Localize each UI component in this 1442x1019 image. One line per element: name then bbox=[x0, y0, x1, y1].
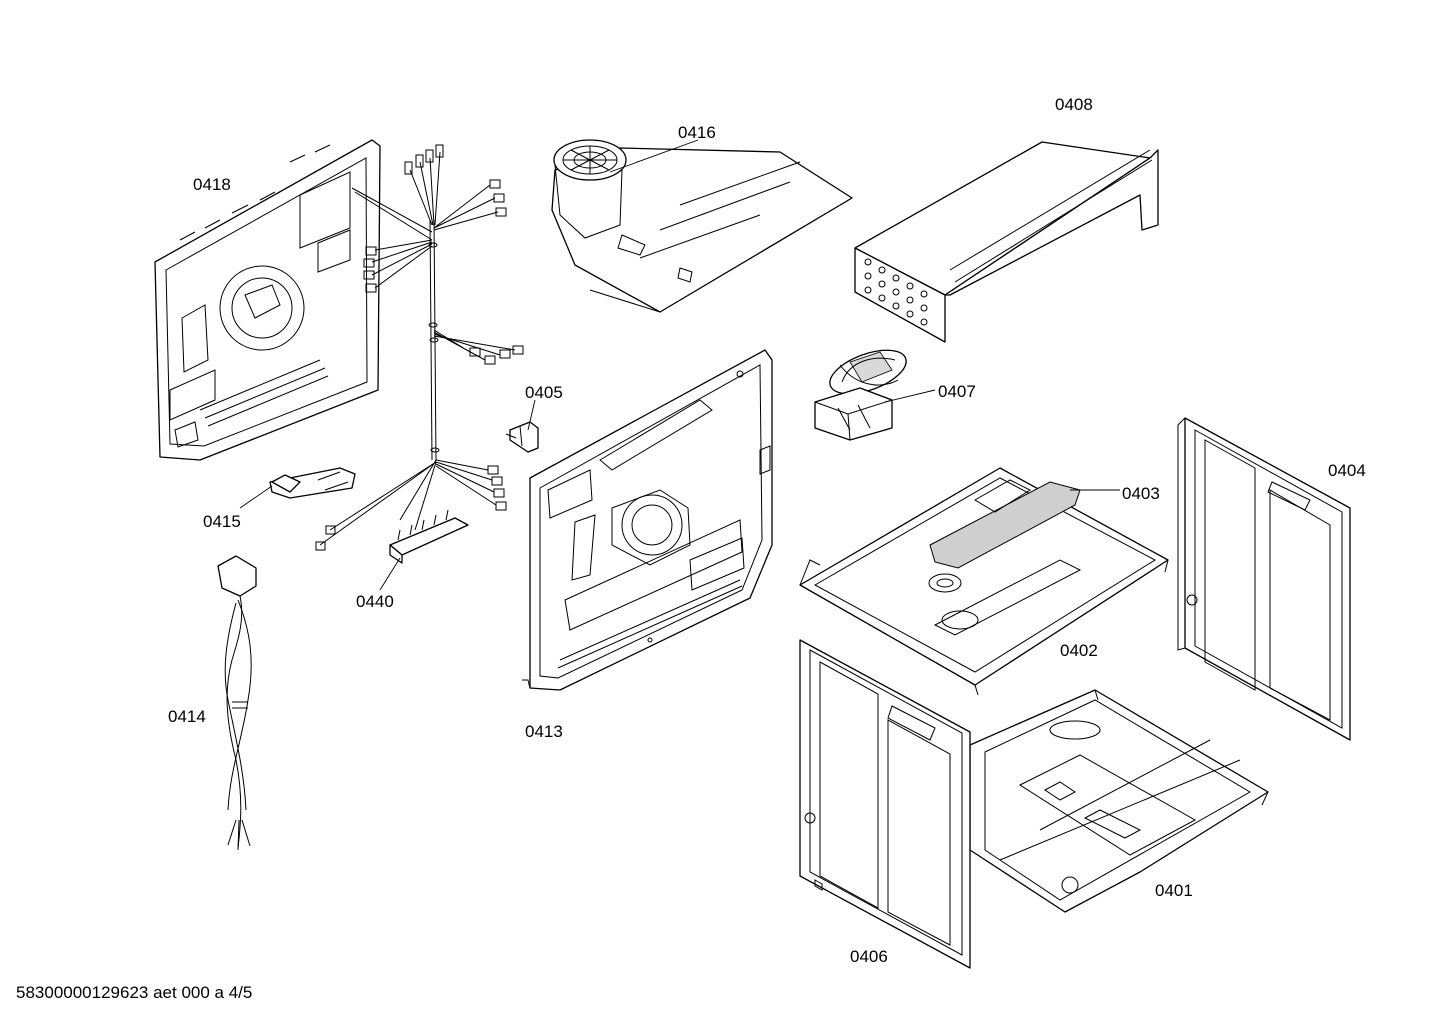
part-0418-rear-panel bbox=[154, 139, 381, 461]
part-0414-power-cord bbox=[217, 555, 257, 851]
leader-lines bbox=[239, 139, 1120, 591]
label-0418: 0418 bbox=[193, 175, 231, 194]
label-0403: 0403 bbox=[1122, 484, 1160, 503]
part-0416-fan-housing bbox=[551, 139, 853, 313]
label-0413: 0413 bbox=[525, 722, 563, 741]
wiring-harness bbox=[315, 144, 524, 551]
label-0416: 0416 bbox=[678, 123, 716, 142]
part-0415-switch bbox=[269, 467, 356, 499]
label-0440: 0440 bbox=[356, 592, 394, 611]
label-0404: 0404 bbox=[1328, 461, 1366, 480]
label-0401: 0401 bbox=[1155, 881, 1193, 900]
label-0415: 0415 bbox=[203, 512, 241, 531]
label-0405: 0405 bbox=[525, 383, 563, 402]
part-0413-back-wall bbox=[522, 349, 773, 691]
part-0401-cavity-bottom bbox=[969, 689, 1269, 913]
label-0414: 0414 bbox=[168, 707, 206, 726]
label-0402: 0402 bbox=[1060, 641, 1098, 660]
part-0408-top-cover bbox=[854, 141, 1159, 343]
label-0406: 0406 bbox=[850, 947, 888, 966]
part-0403-cavity-top bbox=[799, 467, 1169, 696]
label-0407: 0407 bbox=[938, 382, 976, 401]
document-id-footer: 58300000129623 aet 000 a 4/5 bbox=[16, 983, 252, 1002]
label-0408: 0408 bbox=[1055, 95, 1093, 114]
part-0407-fan-motor bbox=[814, 349, 907, 441]
part-0404-right-wall bbox=[1177, 417, 1351, 741]
vent-holes bbox=[864, 258, 928, 326]
part-0406-left-wall bbox=[799, 639, 971, 969]
part-0405-bracket bbox=[505, 421, 539, 453]
part-0440-terminal-block bbox=[389, 509, 469, 564]
